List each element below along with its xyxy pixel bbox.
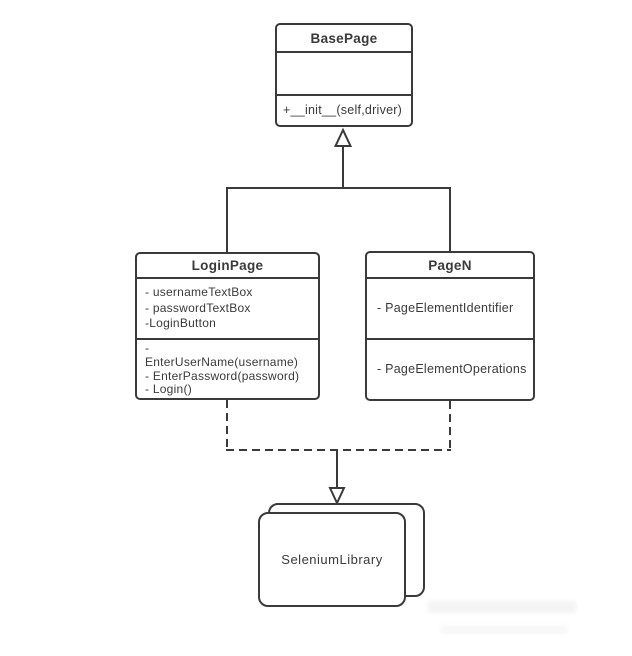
- class-title-loginpage: LoginPage: [137, 254, 318, 279]
- loginpage-method-login: - Login(): [145, 382, 192, 397]
- pagen-attr-identifier: - PageElementIdentifier: [377, 300, 514, 315]
- basepage-attributes-section: [277, 53, 411, 96]
- class-box-basepage: BasePage +__init__(self,driver): [275, 23, 413, 127]
- pagen-operations-section: - PageElementOperations: [367, 340, 533, 399]
- hollow-triangle-up-arrowhead: [333, 127, 353, 147]
- loginpage-method-enterusername: EnterUserName(username): [145, 354, 299, 369]
- basepage-methods-section: +__init__(self,driver): [277, 96, 411, 125]
- watermark-smudge: [440, 626, 568, 634]
- class-title-basepage: BasePage: [277, 25, 411, 53]
- loginpage-method-dash: -: [145, 341, 150, 355]
- watermark-smudge: [428, 601, 576, 613]
- class-box-loginpage: LoginPage - usernameTextBox - passwordTe…: [135, 252, 320, 400]
- class-box-pagen: PageN - PageElementIdentifier - PageElem…: [365, 251, 535, 401]
- selenium-library-label: SeleniumLibrary: [281, 552, 383, 567]
- loginpage-methods-section: - EnterUserName(username) - EnterPasswor…: [137, 340, 318, 398]
- pagen-attr-operations: - PageElementOperations: [377, 361, 527, 376]
- loginpage-attr-password: - passwordTextBox: [145, 300, 251, 315]
- hollow-triangle-down-arrowhead: [328, 487, 346, 506]
- basepage-method-init: +__init__(self,driver): [283, 102, 403, 117]
- selenium-library-front-card: SeleniumLibrary: [258, 512, 406, 607]
- loginpage-attributes-section: - usernameTextBox - passwordTextBox -Log…: [137, 279, 318, 340]
- loginpage-method-enterpassword: - EnterPassword(password): [145, 368, 300, 383]
- loginpage-attr-username: - usernameTextBox: [145, 285, 253, 299]
- class-title-pagen: PageN: [367, 253, 533, 279]
- pagen-attributes-section: - PageElementIdentifier: [367, 279, 533, 340]
- loginpage-attr-loginbutton: -LoginButton: [145, 316, 217, 330]
